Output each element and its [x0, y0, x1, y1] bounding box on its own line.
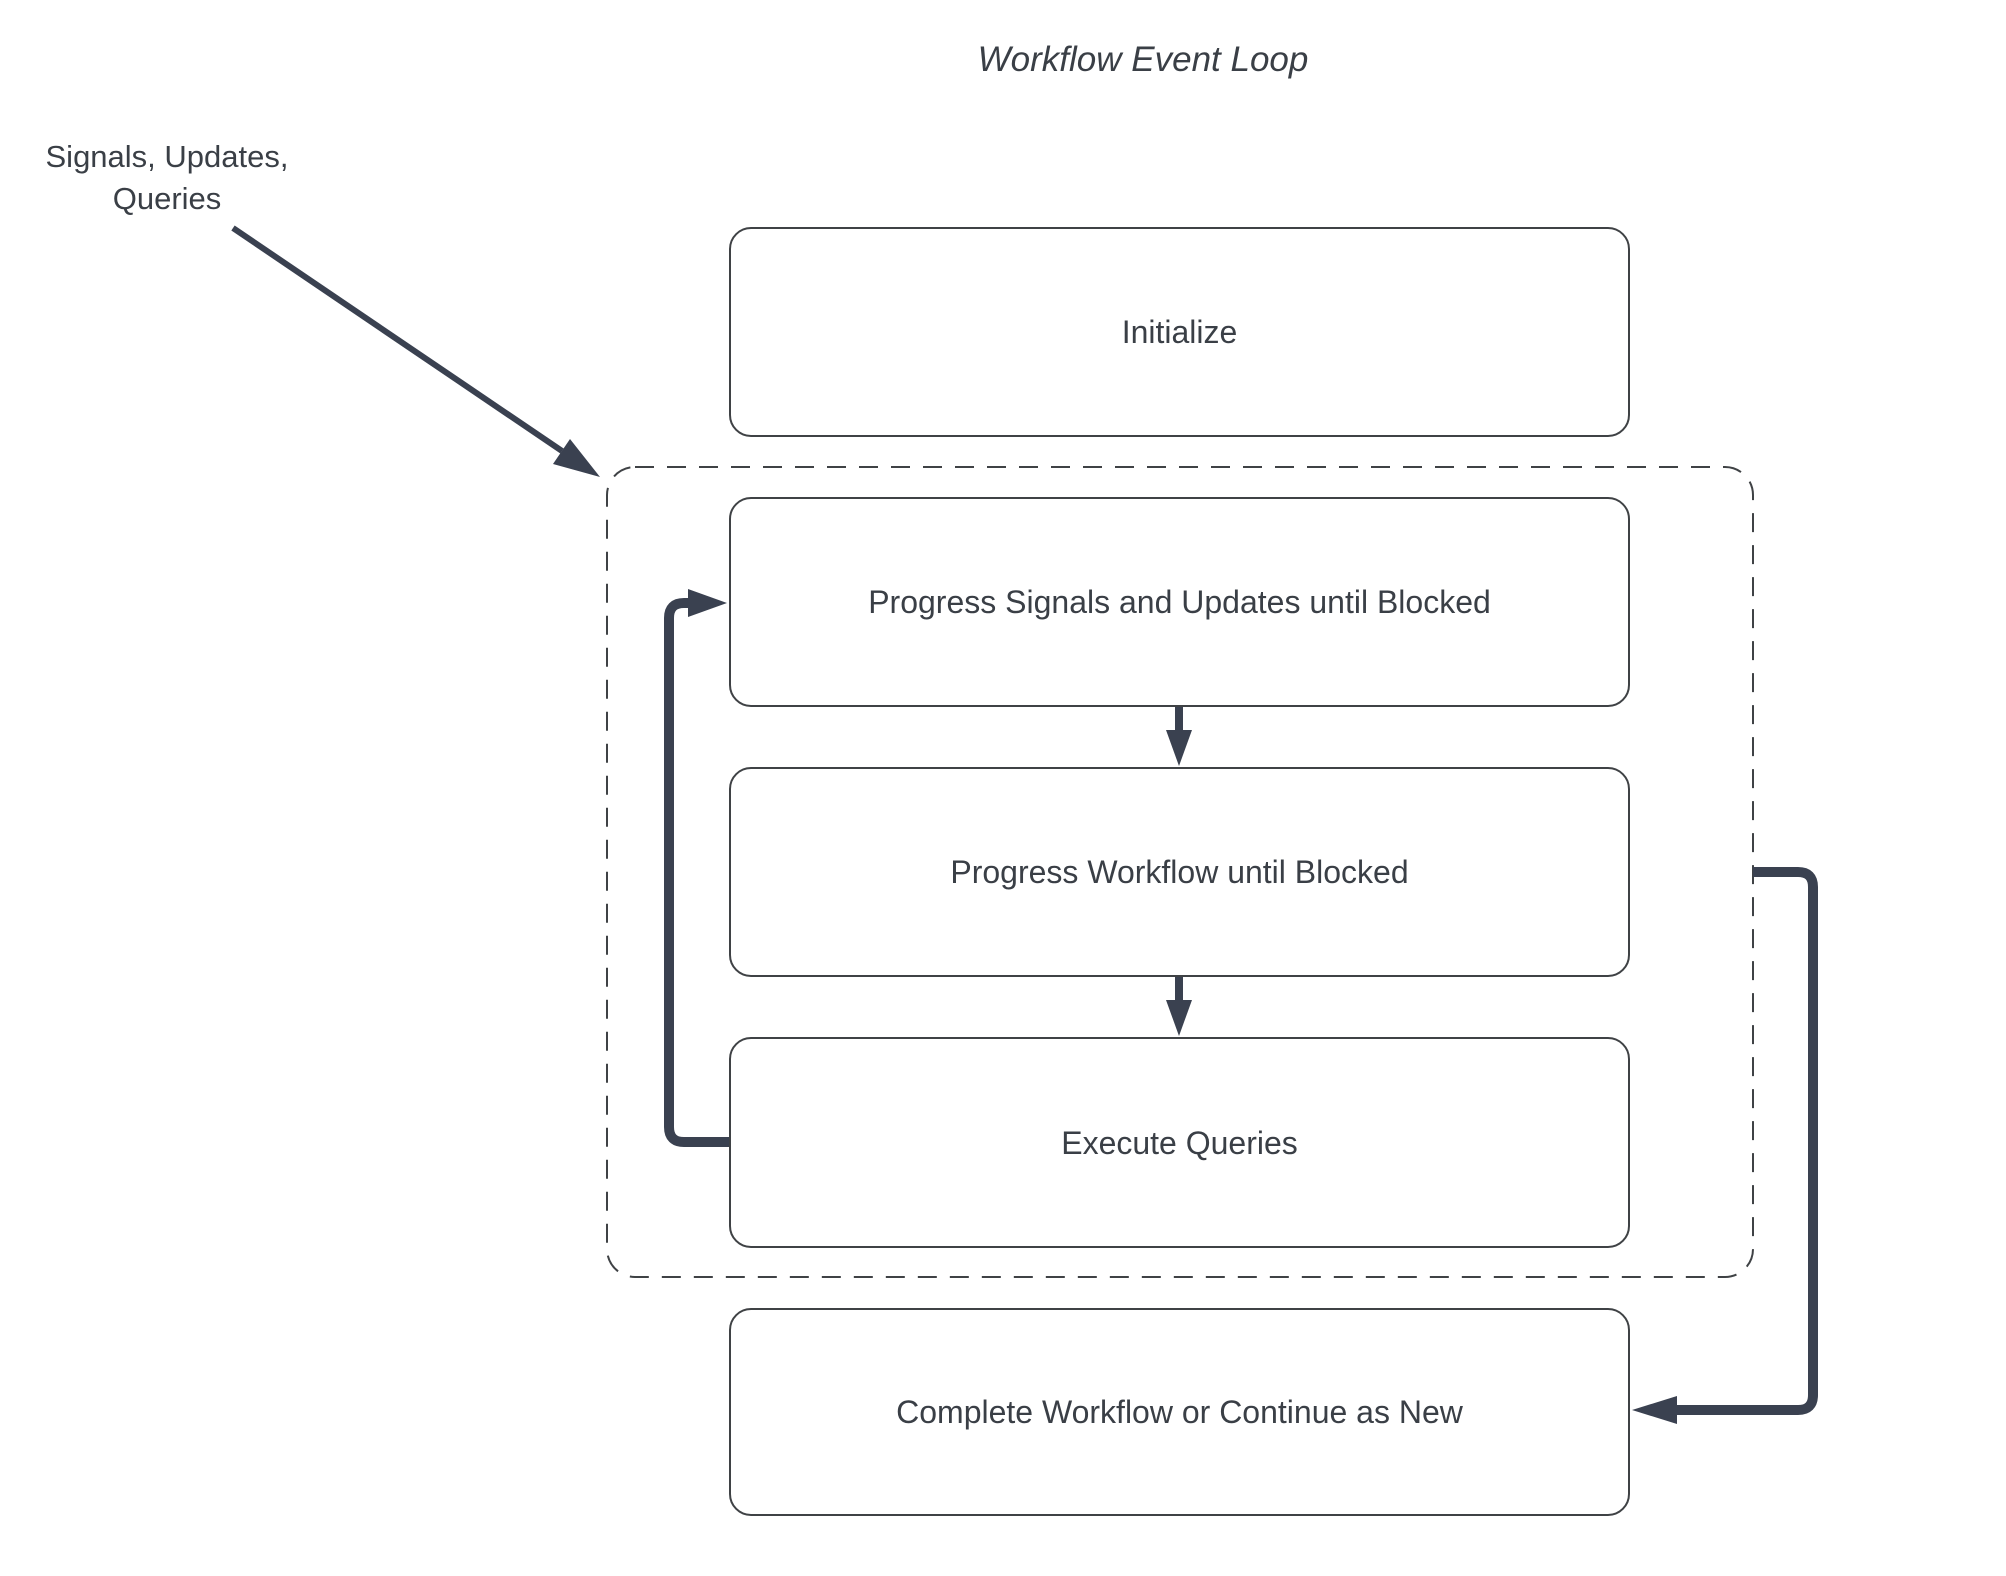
connector-execute-queries-to-progress-signals: [664, 589, 729, 1147]
arrowhead-event-loop-to-complete: [1632, 1396, 1677, 1424]
connector-signals-to-event-loop: [231, 225, 600, 477]
arrowhead-progress-workflow-to-execute-queries: [1166, 1000, 1192, 1036]
annotation-line-1: Signals, Updates,: [45, 139, 289, 174]
node-progress-workflow: Progress Workflow until Blocked: [729, 767, 1630, 977]
node-progress-signals-label: Progress Signals and Updates until Block…: [868, 584, 1491, 620]
connector-event-loop-to-complete: [1632, 867, 1818, 1424]
arrowhead-execute-queries-to-progress-signals: [688, 589, 727, 617]
node-execute-queries: Execute Queries: [729, 1037, 1630, 1248]
annotation-line-2: Queries: [112, 181, 222, 216]
page-title: Workflow Event Loop: [977, 40, 1309, 79]
arrowhead-signals-to-event-loop: [553, 439, 600, 477]
node-initialize-label: Initialize: [1121, 314, 1238, 350]
connector-progress-workflow-to-execute-queries: [1166, 975, 1192, 1036]
annotation-signals-updates-queries: Signals, Updates, Queries: [28, 136, 306, 220]
node-execute-queries-label: Execute Queries: [1061, 1124, 1298, 1161]
node-progress-workflow-label: Progress Workflow until Blocked: [950, 854, 1409, 890]
node-progress-signals: Progress Signals and Updates until Block…: [729, 497, 1630, 707]
arrowhead-progress-signals-to-progress-workflow: [1166, 730, 1192, 766]
node-initialize: Initialize: [729, 227, 1630, 437]
node-complete-workflow: Complete Workflow or Continue as New: [729, 1308, 1630, 1516]
connector-progress-signals-to-progress-workflow: [1166, 705, 1192, 766]
node-complete-workflow-label: Complete Workflow or Continue as New: [896, 1394, 1463, 1430]
